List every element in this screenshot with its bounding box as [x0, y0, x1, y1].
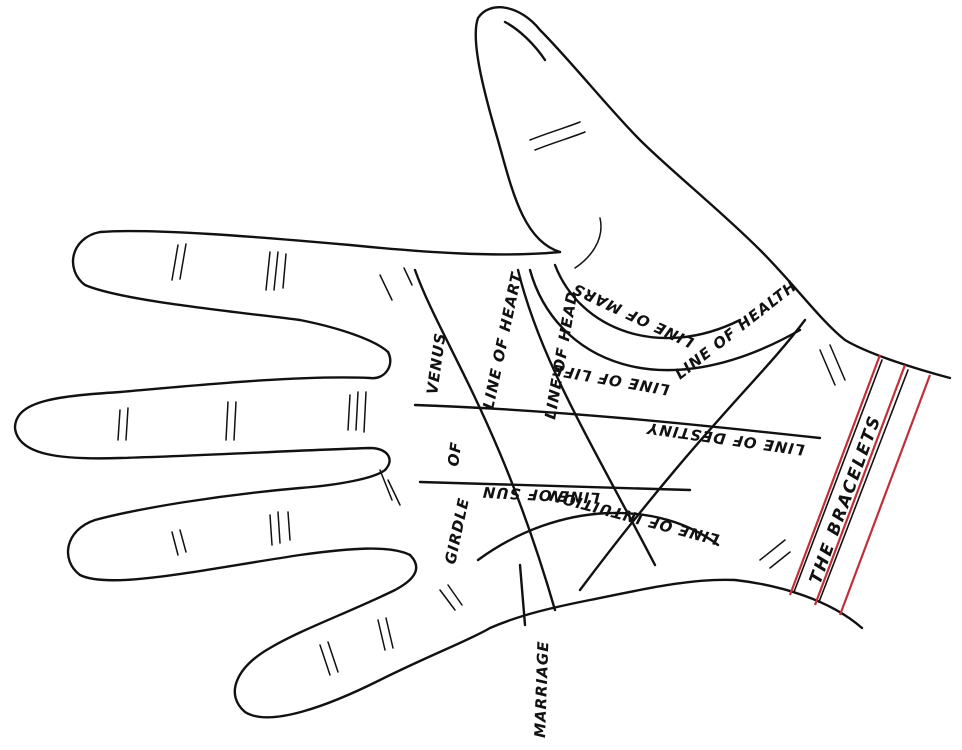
label-line-of-mars: LINE OF MARS [569, 279, 696, 351]
marriage-line [518, 563, 527, 627]
bracelets [788, 354, 932, 616]
line-of-head [516, 268, 657, 567]
bracelet-line [788, 354, 882, 596]
line-of-heart [413, 268, 557, 612]
hand-outline [13, 6, 952, 719]
line-of-sun [418, 480, 692, 492]
label-girdle-venus-3: GIRDLE [441, 496, 473, 566]
line-of-life [528, 268, 802, 372]
label-line-of-health: LINE OF HEALTH [671, 277, 800, 383]
bracelet-line [813, 364, 907, 606]
palm-lines [413, 263, 822, 627]
finger-creases [117, 121, 846, 676]
label-girdle-venus-2: OF [444, 440, 465, 467]
line-of-intuition [476, 511, 720, 562]
label-marriage: MARRIAGE [531, 640, 552, 738]
line-of-health [578, 318, 807, 592]
line-of-mars [553, 263, 742, 340]
label-girdle-venus-1: VENUS [423, 331, 450, 395]
label-line-of-destiny: LINE OF DESTINY [644, 419, 805, 459]
labels: LINE OF MARS LINE OF LIFE LINE OF HEALTH… [423, 269, 886, 738]
bracelet-line [838, 374, 932, 616]
label-line-of-heart: LINE OF HEART [479, 269, 526, 410]
line-of-destiny [413, 403, 822, 440]
